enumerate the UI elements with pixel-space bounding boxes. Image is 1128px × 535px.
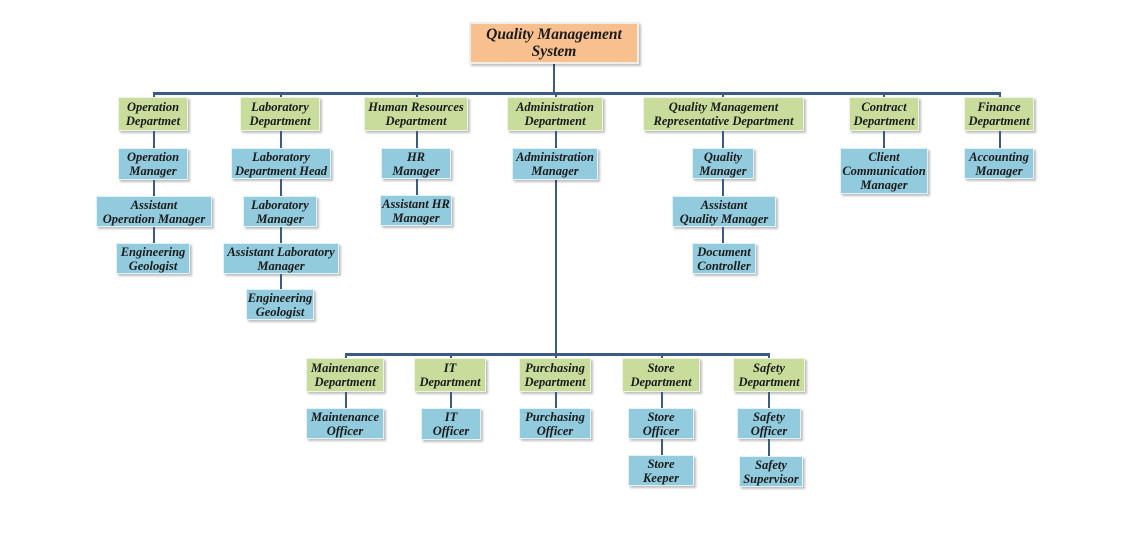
connector xyxy=(555,131,557,149)
dept-finance: Finance Department xyxy=(964,97,1034,131)
connector xyxy=(450,392,452,409)
role-laboratory-department-head: Laboratory Department Head xyxy=(231,148,331,179)
role-assistant-quality-manager: Assistant Quality Manager xyxy=(672,196,776,227)
connector xyxy=(722,227,724,243)
dept-safety: Safety Department xyxy=(733,358,805,392)
connector xyxy=(153,227,155,243)
role-safety-supervisor: Safety Supervisor xyxy=(739,456,803,487)
role-purchasing-officer: Purchasing Officer xyxy=(519,408,591,439)
role-assistant-operation-manager: Assistant Operation Manager xyxy=(96,196,212,227)
root-node: Quality Management System xyxy=(469,22,639,64)
connector xyxy=(450,353,452,361)
role-laboratory-manager: Laboratory Manager xyxy=(243,196,317,227)
connector xyxy=(722,131,724,149)
top-connector xyxy=(153,92,1001,95)
admin-trunk xyxy=(555,180,557,355)
role-assistant-laboratory-manager: Assistant Laboratory Manager xyxy=(223,243,339,274)
connector xyxy=(661,392,663,409)
dept-laboratory: Laboratory Department xyxy=(240,97,320,131)
connector xyxy=(768,439,770,456)
role-store-officer: Store Officer xyxy=(628,408,694,439)
root-connector xyxy=(553,64,555,94)
connector xyxy=(153,180,155,196)
dept-administration: Administration Department xyxy=(507,97,603,131)
dept-purchasing: Purchasing Department xyxy=(519,358,591,392)
role-operation-manager: Operation Manager xyxy=(118,148,188,180)
connector xyxy=(153,131,155,149)
role-safety-officer: Safety Officer xyxy=(737,408,801,439)
dept-contract: Contract Department xyxy=(849,97,919,131)
role-document-controller: Document Controller xyxy=(692,243,756,274)
role-engineering-geologist: Engineering Geologist xyxy=(116,243,190,274)
dept-maintenance: Maintenance Department xyxy=(306,358,384,392)
role-store-keeper: Store Keeper xyxy=(628,455,694,486)
role-administration-manager: Administration Manager xyxy=(512,148,598,180)
connector xyxy=(999,131,1001,149)
dept-operation: Operation Departmet xyxy=(118,97,188,131)
role-it-officer: IT Officer xyxy=(421,408,481,440)
connector xyxy=(768,392,770,409)
role-hr-manager: HR Manager xyxy=(381,148,451,179)
connector xyxy=(661,439,663,455)
role-maintenance-officer: Maintenance Officer xyxy=(306,408,384,439)
connector xyxy=(280,227,282,243)
connector xyxy=(661,353,663,361)
dept-store: Store Department xyxy=(622,358,700,392)
dept-qmr: Quality Management Representative Depart… xyxy=(643,97,804,131)
connector xyxy=(555,353,557,361)
connector xyxy=(345,392,347,409)
role-accounting-manager: Accounting Manager xyxy=(964,148,1034,179)
role-quality-manager: Quality Manager xyxy=(692,148,754,179)
connector xyxy=(768,353,770,361)
connector xyxy=(280,274,282,289)
role-client-communication-manager: Client Communication Manager xyxy=(840,148,928,194)
connector xyxy=(280,179,282,196)
connector xyxy=(416,179,418,195)
admin-connector xyxy=(345,353,770,356)
connector xyxy=(280,131,282,149)
dept-human-resources: Human Resources Department xyxy=(364,97,468,131)
connector xyxy=(345,353,347,361)
role-assistant-hr-manager: Assistant HR Manager xyxy=(380,195,452,226)
connector xyxy=(416,131,418,149)
connector xyxy=(883,131,885,149)
connector xyxy=(722,179,724,196)
connector xyxy=(555,392,557,409)
role-engineering-geologist: Engineering Geologist xyxy=(246,289,314,320)
dept-it: IT Department xyxy=(414,358,486,392)
